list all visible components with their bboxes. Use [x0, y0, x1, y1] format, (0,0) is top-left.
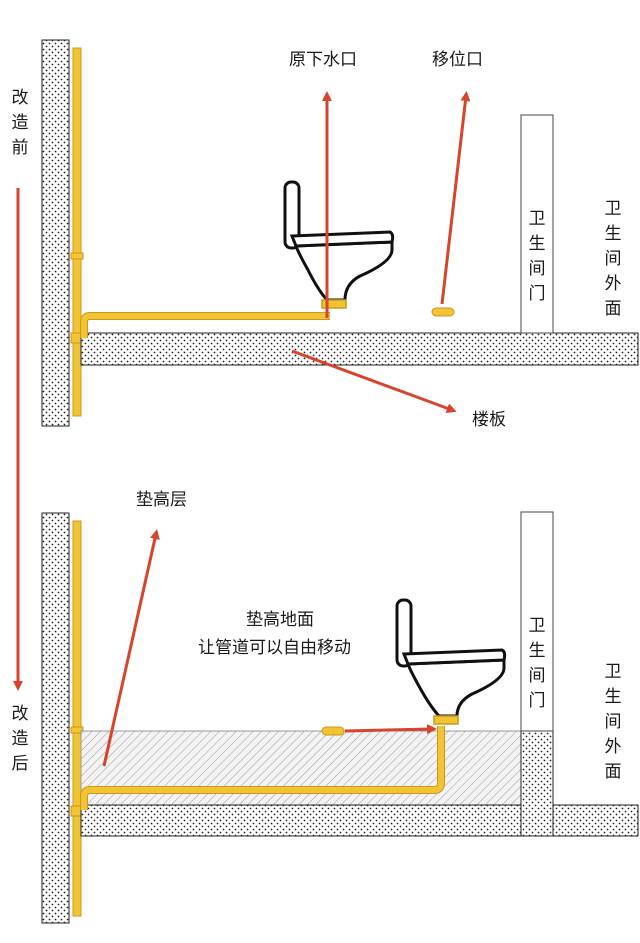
label-raised-floor-desc: 让管道可以自由移动: [198, 638, 351, 658]
label-outside-after: 卫生间外面: [604, 662, 622, 782]
label-raised-floor-title: 垫高地面: [246, 610, 314, 630]
relocated-drain-stub: [431, 307, 455, 317]
door-frame-after: [520, 511, 554, 732]
label-raised-layer: 垫高层: [136, 490, 187, 510]
floor-slab-before: [80, 332, 639, 366]
arrow-relocated-drain: [440, 91, 471, 305]
stack-pipe-before: [72, 47, 82, 417]
label-outside-before: 卫生间外面: [604, 199, 622, 319]
door-threshold: [520, 730, 554, 837]
wall-after: [41, 512, 70, 924]
stack-pipe-after: [72, 520, 82, 917]
label-original-drain: 原下水口: [289, 50, 357, 70]
arrow-raised-layer: [102, 529, 160, 767]
toilet-before: [283, 180, 395, 309]
old-drain-stub: [321, 726, 345, 736]
label-door-before: 卫生间门: [528, 209, 546, 304]
label-relocated-drain: 移位口: [432, 50, 483, 70]
after-section: [41, 511, 639, 924]
label-door-after: 卫生间门: [528, 616, 546, 711]
label-before: 改造前: [11, 88, 29, 158]
door-frame-before: [520, 114, 554, 334]
before-section: [41, 39, 639, 427]
wall-before: [41, 39, 70, 427]
label-floor-slab: 楼板: [472, 410, 506, 430]
label-after: 改造后: [11, 704, 29, 774]
arrow-drain-move: [344, 724, 437, 735]
toilet-after: [395, 598, 507, 725]
arrow-floor-slab: [291, 349, 457, 413]
